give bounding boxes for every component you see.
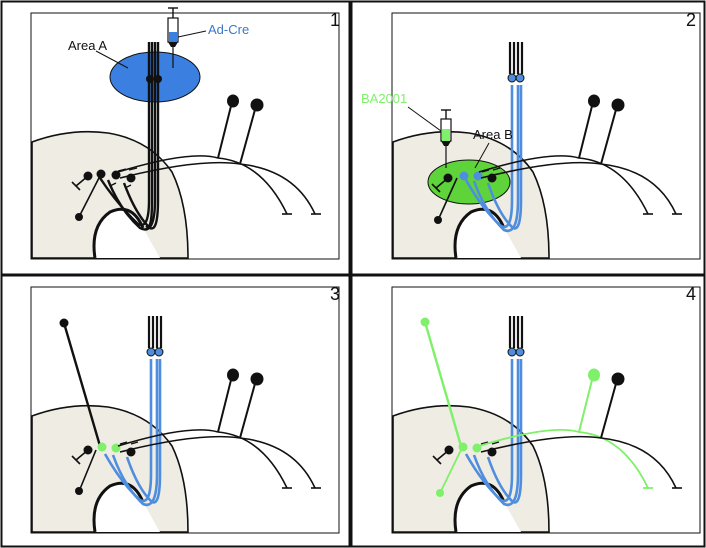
panel-4: 4: [391, 284, 701, 534]
panel-3-inner-frame: [30, 286, 340, 534]
area-a-label: Area A: [68, 38, 107, 53]
distal-neurons: [117, 94, 321, 215]
local-neurons: [71, 167, 138, 221]
soma: [146, 75, 154, 83]
panel-3-number: 3: [330, 284, 340, 304]
area-b-label: Area B: [473, 127, 513, 142]
panel-1-number: 1: [330, 10, 340, 30]
panel-4-inner-frame: [391, 286, 701, 534]
panel-2-inner-frame: [391, 12, 701, 260]
syringe-icon: [440, 109, 452, 168]
panel-3: 3: [30, 284, 340, 534]
panel-1-inner-frame: [30, 12, 340, 260]
soma: [154, 75, 162, 83]
labeled-axons: [464, 85, 523, 233]
area-b-ellipse: [427, 159, 511, 205]
panel-4-number: 4: [686, 284, 696, 304]
projection-axons: [99, 42, 160, 231]
panel-2: BA2001 Area B 2: [361, 10, 701, 260]
ad-cre-label: Ad-Cre: [208, 22, 249, 37]
panel-1: Area A Ad-Cre 1: [30, 7, 340, 260]
syringe-icon: [167, 7, 179, 68]
panel-2-number: 2: [686, 10, 696, 30]
ba2001-label: BA2001: [361, 91, 407, 106]
